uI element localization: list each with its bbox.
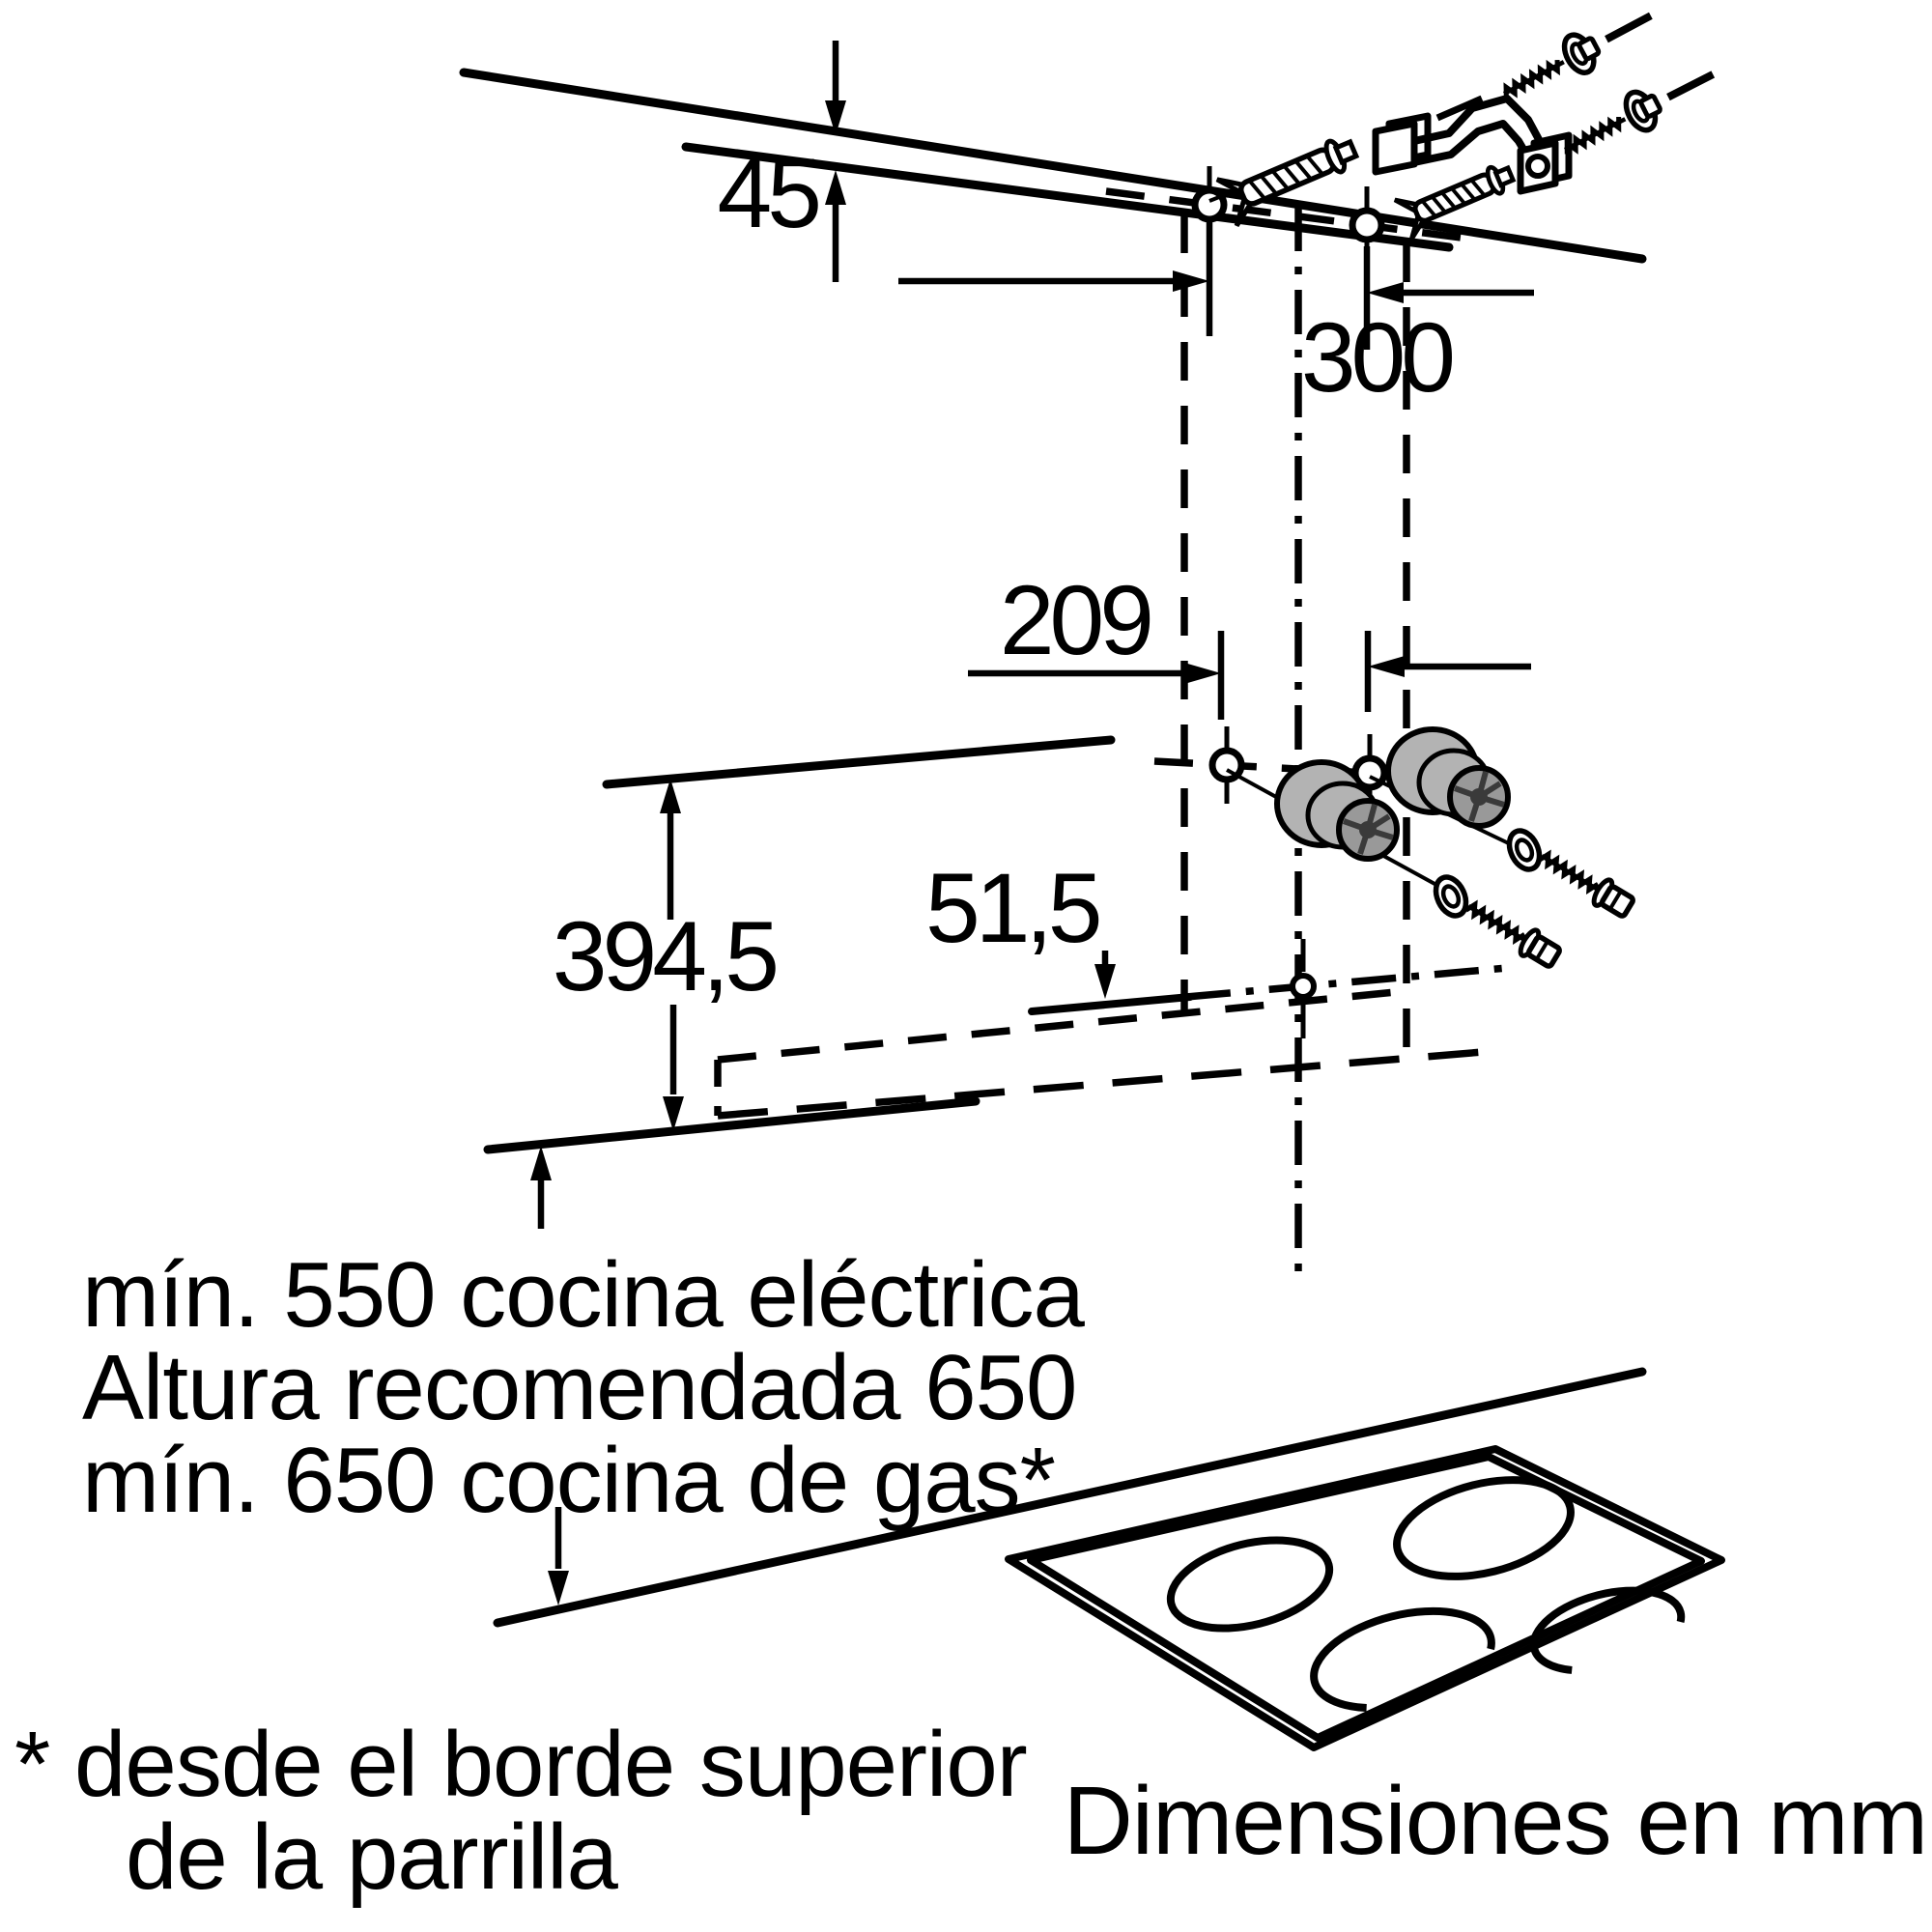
dim-394-graphics: [660, 779, 684, 1131]
wall-lines: [459, 68, 1647, 1628]
dimension-graphics: [530, 41, 1534, 1605]
upper-right-hole: [1349, 207, 1385, 243]
bottom-center-hole: [1290, 973, 1317, 1000]
washer-icon: [1506, 828, 1543, 872]
ceiling-line: [459, 68, 1647, 264]
screw-icon: [1563, 71, 1716, 155]
mounting-bracket: [1372, 95, 1573, 195]
dim-label-51-5: 51,5: [925, 853, 1103, 963]
bracket-screw-hole: [1525, 154, 1550, 179]
bracket-left-tab-front: [1372, 120, 1418, 176]
canopy-bottom-dashed-line: [717, 1048, 1484, 1120]
clearance-note-recommended: Altura recomendada 650: [82, 1336, 1077, 1439]
dim-label-394-5: 394,5: [552, 901, 780, 1011]
arrowhead-up-icon: [530, 1146, 552, 1180]
washer-icon: [1433, 874, 1469, 919]
footnote-line-2: de la parrilla: [126, 1805, 618, 1909]
wall-anchor-icon: [1215, 138, 1360, 227]
screw-icon: [1464, 899, 1562, 969]
wall-anchors: [1215, 138, 1517, 241]
dim-209-graphics: [968, 631, 1531, 720]
arrowhead-right-icon: [1173, 270, 1209, 292]
canopy-top-dashed-line: [717, 987, 1406, 1064]
dim-51-graphics: [1094, 951, 1116, 999]
arrowhead-up-icon: [660, 779, 681, 813]
spacer-cone-icon: [1385, 726, 1511, 829]
wall-anchor-icon: [1393, 164, 1517, 241]
clearance-note-gas: mín. 650 cocina de gas*: [82, 1429, 1056, 1532]
spacer-cone-icon: [1274, 759, 1400, 862]
top-screws: [1502, 12, 1716, 155]
arrowhead-down-icon: [548, 1571, 569, 1605]
bracket-edge-line: [1435, 95, 1484, 122]
counter-edge-line: [493, 1367, 1647, 1628]
arrowhead-down-icon: [663, 1096, 684, 1131]
arrowhead-right-icon: [1184, 663, 1221, 684]
arrowhead-down-icon: [825, 100, 846, 135]
hood-bottom-line: [483, 1096, 980, 1154]
upper-left-hole: [1191, 186, 1228, 223]
arrowhead-up-icon: [825, 170, 846, 205]
screw-icon: [1538, 849, 1635, 919]
burner-front-left: [1310, 1606, 1495, 1713]
spacers: [1274, 726, 1511, 862]
mounting-height-line: [681, 142, 1454, 252]
clearance-note-electric: mín. 550 cocina eléctrica: [82, 1243, 1085, 1347]
lower-bracket-line: [1028, 993, 1194, 1015]
cooktop-outer-edge: [1005, 1445, 1725, 1751]
burner-back-right: [1393, 1476, 1575, 1580]
bracket-strip-lower-edge: [1413, 120, 1536, 167]
dim-300-graphics: [898, 222, 1534, 350]
screw-icon: [1502, 12, 1653, 99]
lower-drill-center-line: [1185, 964, 1508, 1001]
arrowhead-left-icon: [1367, 282, 1404, 303]
units-label: Dimensiones en mm: [1063, 1767, 1928, 1875]
cooktop: [1005, 1445, 1725, 1751]
dim-label-209: 209: [999, 565, 1154, 675]
chimney-top-line: [602, 735, 1116, 789]
dim-label-45: 45: [717, 138, 822, 248]
center-lines: [1185, 207, 1508, 1285]
dim-min-height-graphics: [530, 1146, 569, 1605]
burner-front-right: [1529, 1586, 1686, 1675]
drill-holes: [1191, 166, 1388, 1038]
arrowhead-down-icon: [1094, 964, 1116, 999]
burner-back-left: [1166, 1536, 1334, 1633]
dim-label-300: 300: [1300, 302, 1456, 412]
cooktop-inner-edge: [1027, 1453, 1705, 1742]
mid-screws: [1433, 828, 1635, 969]
footnote-line-1: * desde el borde superior: [14, 1713, 1028, 1816]
dim-45-graphics: [825, 41, 846, 282]
arrowhead-left-icon: [1368, 656, 1405, 677]
hole-tick-marks: [1207, 166, 1373, 1038]
